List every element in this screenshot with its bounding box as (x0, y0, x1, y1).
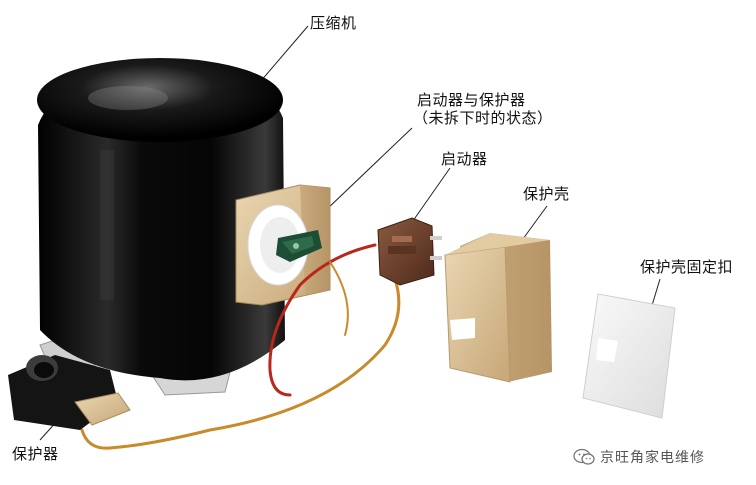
label-starter-protector-state: （未拆下时的状态） (413, 109, 553, 127)
protector-part (8, 355, 131, 430)
label-protector-cover: 保护壳 (523, 185, 570, 203)
wires (80, 243, 401, 450)
starter-part (377, 217, 442, 286)
wechat-icon (573, 448, 595, 465)
label-protector: 保护器 (12, 445, 59, 463)
label-cover-clip: 保护壳固定扣 (640, 258, 734, 276)
watermark-text: 京旺角家电维修 (600, 450, 705, 466)
label-compressor: 压缩机 (310, 14, 357, 32)
label-starter-protector: 启动器与保护器 (417, 91, 526, 109)
cover-clip-part (582, 293, 676, 419)
protector-cover-part (444, 233, 552, 383)
compressor-body (37, 58, 285, 381)
watermark: 京旺角家电维修 (573, 447, 705, 467)
mounted-starter-bracket (235, 184, 331, 306)
label-starter: 启动器 (441, 150, 488, 168)
